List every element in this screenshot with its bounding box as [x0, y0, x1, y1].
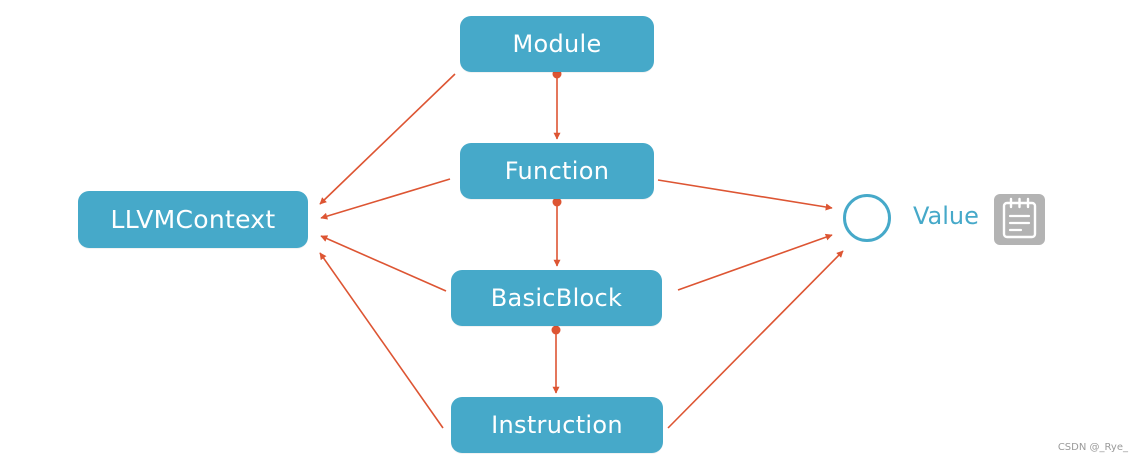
edge-basicblock-context: [320, 235, 447, 292]
context-edges: [319, 73, 456, 429]
edge-instruction-value: [667, 250, 844, 429]
value-label: Value: [913, 202, 979, 230]
node-basicblock: BasicBlock: [451, 270, 662, 326]
node-function: Function: [460, 143, 654, 199]
edge-function-context: [320, 178, 451, 220]
edge-module-context: [319, 73, 456, 205]
notepad-icon: [994, 194, 1045, 245]
edge-dot-basicblock: [551, 325, 561, 335]
edge-instruction-context: [319, 252, 444, 429]
node-llvmcontext: LLVMContext: [78, 191, 308, 248]
value-edges: [657, 179, 844, 429]
edge-function-value: [657, 179, 833, 211]
edge-basicblock-value: [677, 233, 833, 291]
watermark: CSDN @_Rye_: [1057, 442, 1128, 453]
value-circle-icon: [843, 194, 891, 242]
containment-edges: [551, 69, 562, 394]
edge-dot-function: [552, 197, 562, 207]
node-instruction: Instruction: [451, 397, 663, 453]
node-module: Module: [460, 16, 654, 72]
